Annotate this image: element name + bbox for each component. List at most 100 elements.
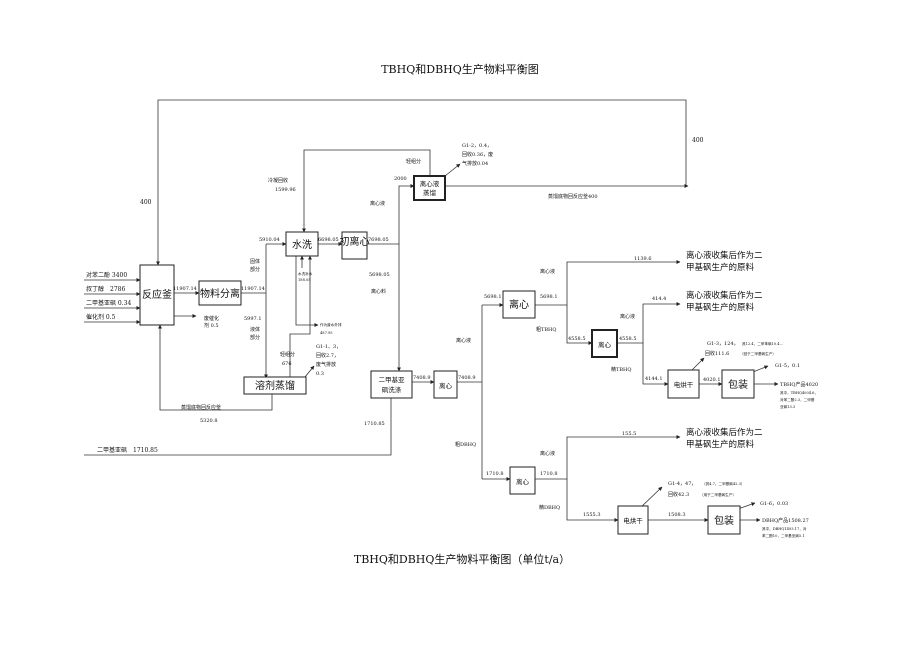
- g1-3-head: G1-3，124，: [707, 341, 739, 347]
- g1-3-small-a: 其12.4，二甲苯砜10.4...: [742, 341, 783, 346]
- val-1139-label: 1139.6: [634, 256, 652, 262]
- fine-dbhq-label: 精DBHQ: [539, 504, 560, 511]
- g1-2-line1: G1-2，0.4，: [462, 143, 492, 149]
- val-7408-a-label: 7408.9: [413, 375, 431, 381]
- sulfone-wash-node: 二甲基亚 砜洗涤: [370, 370, 413, 399]
- dbhq-centrifuge-node: 离心: [509, 466, 536, 495]
- collect-3-line1: 离心液收集后作为二: [686, 427, 763, 438]
- g1-2-line3: 气排放0.04: [462, 160, 488, 167]
- light-676-1: 轻组分: [280, 351, 295, 358]
- dbhq-detail-1: 其中，DBHQ1493.17，对: [762, 526, 807, 531]
- collect-1-line1: 离心液收集后作为二: [686, 250, 763, 261]
- val-1710-85-label: 1710.85: [364, 421, 385, 427]
- reactor-label: 反应釜: [142, 288, 172, 301]
- g1-1-line4: 0.3: [316, 371, 324, 377]
- condense-recovery-1: 冷凝回收: [268, 177, 288, 184]
- material-separation-node: 物料分离: [198, 280, 242, 306]
- tbhq-product-label: TBHQ产品4020: [780, 381, 818, 388]
- solvent-distill-node: 溶剂蒸馏: [243, 376, 307, 395]
- main-centrifuge-label: 离心: [439, 381, 453, 390]
- collect-3-line2: 甲基砜生产的原料: [686, 439, 755, 450]
- waste-water-1: 作为废水外排: [320, 322, 342, 327]
- val-1508-label: 1508.3: [668, 512, 686, 518]
- g1-3-recovery: 回收111.6: [705, 350, 729, 357]
- tbhq-detail-3: 亚砜13.3: [780, 405, 796, 409]
- g1-5-label: G1-5，0.1: [775, 363, 800, 369]
- g1-2-line2: 回收0.36，废: [462, 151, 493, 158]
- dbhq-pack-label: 包装: [714, 514, 734, 527]
- solid-part-2: 部分: [250, 266, 260, 273]
- centrifuge-material-label: 离心料: [371, 288, 386, 295]
- waste-catalyst-2: 剂 0.5: [204, 322, 219, 329]
- collect-2-line1: 离心液收集后作为二: [686, 290, 763, 301]
- solvent-distill-label: 溶剂蒸馏: [255, 379, 295, 392]
- waste-water-2: 487.95: [320, 331, 333, 335]
- recycle-top-label: 400: [140, 199, 152, 206]
- input-hydroquinone: 对苯二酚 3400: [86, 271, 127, 279]
- val-2000-label: 2000: [394, 176, 407, 182]
- val-4558-out: 4558.5: [619, 336, 637, 342]
- centrifuge-distill-line2: 蒸馏: [423, 188, 437, 197]
- initial-centrifuge-node: 初离心: [340, 231, 370, 260]
- liquid-part-1: 液体: [250, 326, 260, 333]
- solid-part-1: 固体: [250, 258, 260, 265]
- light-top-label: 轻组分: [406, 158, 421, 165]
- wash-water-2: 188.05: [298, 278, 311, 282]
- collect-2-line2: 甲基砜生产的原料: [686, 302, 755, 313]
- val-155-label: 155.5: [622, 431, 636, 437]
- g1-4-head: G1-4，47，: [668, 481, 696, 487]
- water-wash-label: 水洗: [292, 239, 312, 251]
- tbhq-pack-label: 包装: [728, 378, 748, 391]
- tbhq-dryer-node: 电烘干: [667, 369, 700, 399]
- tbhq-centrifuge-1-node: 离心: [502, 290, 536, 319]
- tbhq-detail-1: 其中，TBHQ4004.6，: [780, 390, 818, 395]
- wash-water-1: 水洗补水: [298, 271, 313, 276]
- val-1710-8-out: 1710.8: [540, 471, 558, 477]
- centrifuge-7698-label: 7698.05: [368, 237, 389, 243]
- liquid-centrifuge-label: 离心液: [370, 200, 385, 207]
- flow-labels: 对苯二酚 3400 叔丁醇 2786 二甲基亚砜 0.34 催化剂 0.5 40…: [86, 137, 818, 538]
- val-1710-8-in: 1710.8: [486, 471, 504, 477]
- condense-recovery-2: 1599.96: [275, 187, 296, 193]
- reactor-out-label: 11907.14: [173, 286, 197, 292]
- input-tbutanol: 叔丁醇 2786: [86, 285, 125, 293]
- solid-5910-label: 5910.04: [259, 237, 280, 243]
- val-4020-label: 4020.1: [703, 377, 721, 383]
- tbhq-centrifuge-2-label: 离心: [598, 340, 612, 349]
- g1-3-small-b: （回于二甲基砜生产）: [740, 351, 776, 356]
- dbhq-centrifuge-label: 离心: [516, 477, 530, 486]
- reactor-node: 反应釜: [139, 264, 175, 326]
- fine-tbhq-label: 精TBHQ: [611, 366, 631, 373]
- wash-6698-label: 6698.05: [318, 237, 339, 243]
- diagram-title: TBHQ和DBHQ生产物料平衡图: [381, 62, 539, 76]
- residue-5320-2: 5320.8: [200, 418, 218, 424]
- liquid-part-2: 部分: [250, 334, 260, 341]
- input-catalyst: 催化剂 0.5: [86, 313, 116, 321]
- val-1555-label: 1555.3: [583, 512, 601, 518]
- centrifuge-distill-line1: 离心液: [420, 179, 440, 188]
- liquid-mid-label: 离心液: [456, 337, 471, 344]
- waste-catalyst-1: 废催化: [204, 315, 219, 322]
- crude-dbhq-label: 粗DBHQ: [455, 441, 476, 448]
- val-7408-b-label: 7408.9: [458, 375, 476, 381]
- flow-lines: [84, 99, 779, 522]
- g1-1-line1: G1-1、3，: [316, 344, 341, 350]
- dbhq-pack-node: 包装: [707, 505, 741, 535]
- material-separation-label: 物料分离: [200, 287, 240, 300]
- val-4558-in: 4558.5: [568, 336, 586, 342]
- tbhq-dryer-label: 电烘干: [674, 380, 694, 389]
- dbhq-dryer-label: 电烘干: [623, 516, 643, 525]
- tbhq-detail-2: 对苯二酚2.3，二甲基: [780, 397, 815, 402]
- initial-centrifuge-label-text: 初离心: [340, 235, 370, 248]
- val-414-label: 414.4: [652, 296, 666, 302]
- sulfone-wash-line2: 砜洗涤: [382, 385, 402, 394]
- liquid-tbhq-label: 离心液: [540, 268, 555, 275]
- val-5698-label: 5698.05: [369, 272, 390, 278]
- initial-centrifuge-label: 初离心: [340, 235, 370, 248]
- centrifuge-distill-node: 离心液 蒸馏: [413, 175, 446, 201]
- water-wash-node: 水洗: [285, 231, 319, 257]
- g1-6-label: G1-6，0.03: [760, 501, 788, 507]
- g1-1-line2: 回收2.7，: [316, 352, 339, 359]
- residue-400-label: 蒸馏底物回反应釜400: [548, 193, 598, 200]
- dbhq-dryer-node: 电烘干: [617, 505, 649, 535]
